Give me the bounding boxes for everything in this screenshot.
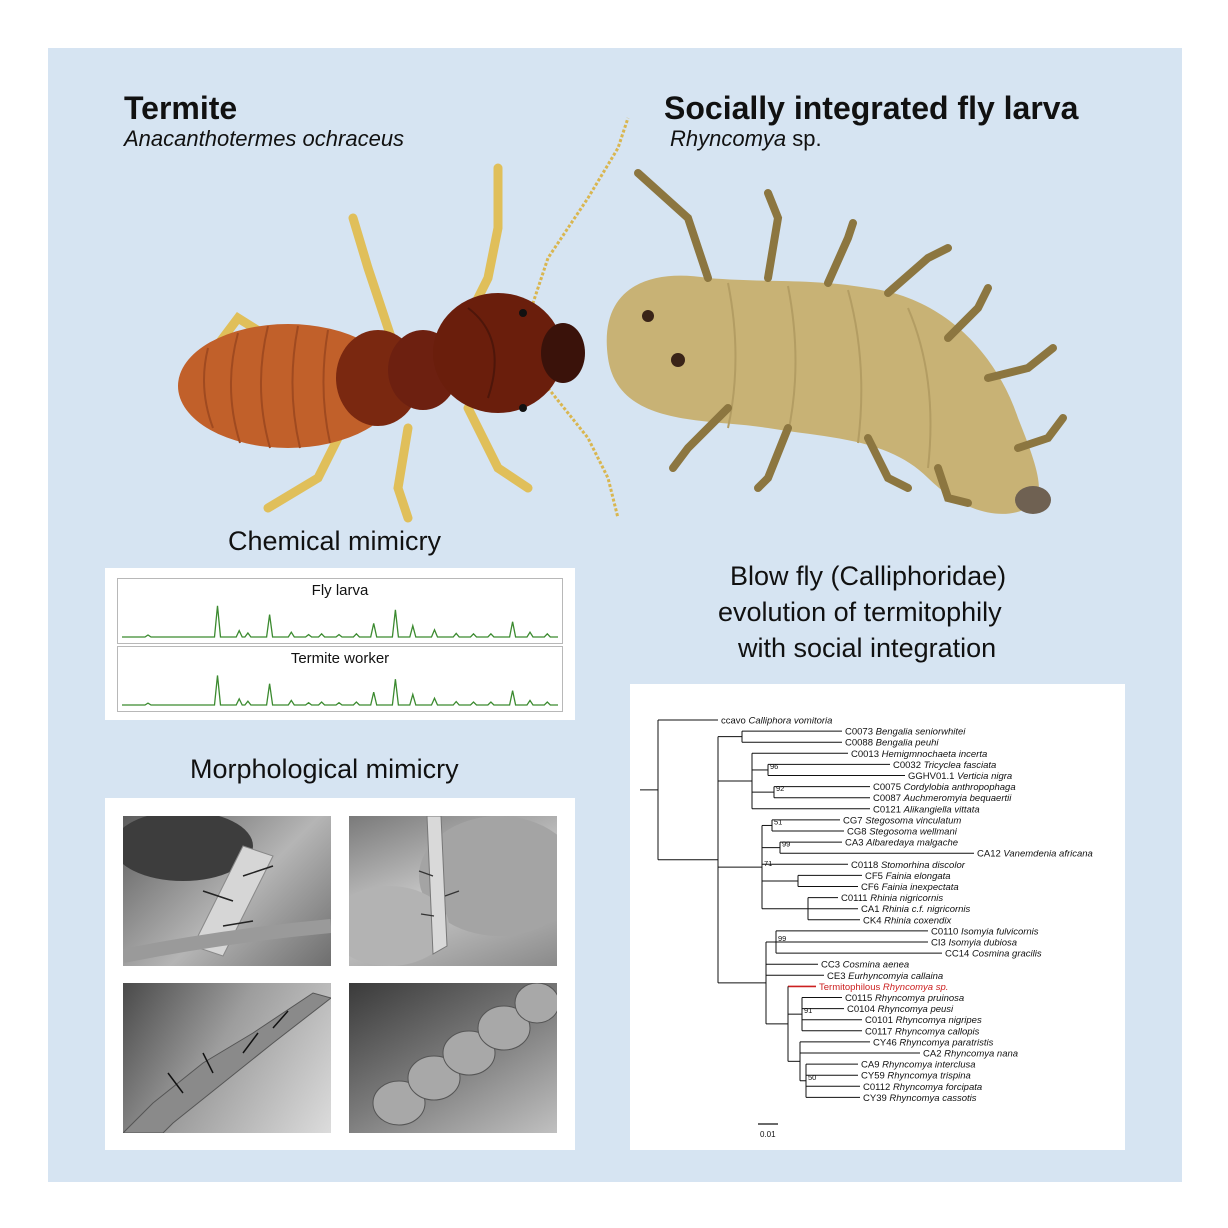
termite-larva-illustration <box>178 117 1067 523</box>
taxon-label: C0121 Alikangiella vittata <box>873 804 980 815</box>
taxon-label: CA12 Vanemdenia africana <box>977 849 1093 860</box>
chromatogram-trace-termite-worker <box>122 675 558 706</box>
termite-title: Termite <box>124 90 238 126</box>
chemical-mimicry-heading: Chemical mimicry <box>228 526 442 556</box>
taxon-label: CF5 Fainia elongata <box>865 871 951 882</box>
taxon-label: C0101 Rhyncomya nigripes <box>865 1015 982 1026</box>
larva-title: Socially integrated fly larva <box>664 90 1079 126</box>
taxon-label: CG7 Stegosoma vinculatum <box>843 815 961 826</box>
taxon-label: C0087 Auchmeromyia bequaertii <box>873 793 1012 804</box>
taxon-label: CK4 Rhinia coxendix <box>863 915 952 926</box>
taxon-label: CG8 Stegosoma wellmani <box>847 827 958 838</box>
taxon-label: ccavo Calliphora vomitoria <box>721 716 832 727</box>
sem-larva-appendage <box>123 816 331 966</box>
taxon-label: C0088 Bengalia peuhi <box>845 738 939 749</box>
taxon-label: C0032 Tricyclea fasciata <box>893 760 996 771</box>
larva-species-suffix: sp. <box>786 126 822 151</box>
taxon-label: GGHV01.1 Verticia nigra <box>908 771 1012 782</box>
taxon-label: CA3 Albaredaya malgache <box>845 838 958 849</box>
larva-appendages <box>634 169 1067 507</box>
taxon-label: C0013 Hemigmnochaeta incerta <box>851 749 987 760</box>
termite-species: Anacanthotermes ochraceus <box>124 126 405 151</box>
support-value: 99 <box>778 934 786 943</box>
taxon-label: CI3 Isomyia dubiosa <box>931 938 1017 949</box>
termite-antenna-upper <box>526 117 630 319</box>
chromatogram-termite-worker: Termite worker <box>117 646 563 712</box>
taxon-label: CF6 Fainia inexpectata <box>861 882 959 893</box>
sem-termite-antenna <box>349 983 557 1133</box>
support-value: 96 <box>770 762 778 771</box>
chromatogram-label-termite-worker: Termite worker <box>290 650 390 667</box>
taxon-label: Termitophilous Rhyncomya sp. <box>819 982 948 993</box>
taxon-label: C0117 Rhyncomya callopis <box>865 1026 980 1037</box>
taxon-label: C0073 Bengalia seniorwhitei <box>845 727 966 738</box>
sem-termite-appendage <box>349 816 557 966</box>
taxon-label: C0112 Rhyncomya forcipata <box>863 1082 982 1093</box>
support-value: 91 <box>804 1006 812 1015</box>
graphical-abstract-panel: Termite Anacanthotermes ochraceus Social… <box>48 48 1182 1182</box>
phylogeny-box: 96 92 51 99 71 99 91 50 ccavo Calliphora vomitor… <box>630 684 1125 1150</box>
termite-head <box>433 293 563 413</box>
taxon-label: C0111 Rhinia nigricornis <box>841 893 943 904</box>
blowfly-heading-line-1: Blow fly (Calliphoridae) <box>730 561 1007 591</box>
taxon-label: CY39 Rhyncomya cassotis <box>863 1093 977 1104</box>
taxon-label: CE3 Eurhyncomyia callaina <box>827 971 943 982</box>
larva-eye-1 <box>642 310 654 322</box>
chromatogram-line <box>122 605 558 638</box>
chromatogram-fly-larva: Fly larva <box>117 578 563 644</box>
support-value: 50 <box>808 1073 816 1082</box>
taxon-label: C0118 Stomorhina discolor <box>851 860 966 871</box>
support-value: 71 <box>764 859 772 868</box>
support-value: 51 <box>774 817 782 826</box>
taxon-label: CC3 Cosmina aenea <box>821 960 909 971</box>
sem-larva-antenna <box>123 983 331 1133</box>
morphological-mimicry-heading: Morphological mimicry <box>190 754 459 784</box>
taxon-label: CA1 Rhinia c.f. nigricornis <box>861 904 971 915</box>
chromatogram-trace-fly-larva <box>122 605 558 638</box>
larva-eye-2 <box>671 353 685 367</box>
sem-image-grid <box>105 798 575 1150</box>
taxon-label: CC14 Cosmina gracilis <box>945 949 1042 960</box>
blowfly-heading-line-3: with social integration <box>738 633 997 663</box>
taxon-label: C0110 Isomyia fulvicornis <box>931 926 1039 937</box>
taxon-label: C0104 Rhyncomya peusi <box>847 1004 954 1015</box>
larva-body <box>606 275 1039 514</box>
blowfly-heading-line-2: evolution of termitophily <box>718 597 1002 627</box>
chromatogram-line <box>122 675 558 706</box>
termite-antenna-lower <box>546 387 620 519</box>
larva-tail <box>1015 486 1051 514</box>
taxon-label: CA2 Rhyncomya nana <box>923 1049 1018 1060</box>
termite-mandibles <box>541 323 585 383</box>
larva-genus: Rhyncomya <box>670 126 787 151</box>
taxon-label: CY46 Rhyncomya paratristis <box>873 1037 994 1048</box>
chromatogram-box: Fly larva Termite worker <box>105 568 575 720</box>
taxon-label: C0115 Rhyncomya pruinosa <box>845 993 964 1004</box>
scale-bar-label: 0.01 <box>760 1130 776 1139</box>
support-value: 99 <box>782 840 790 849</box>
taxon-label: CY59 Rhyncomya trispina <box>861 1071 971 1082</box>
phylogenetic-tree: 96 92 51 99 71 99 91 50 ccavo Calliphora vomitor… <box>640 716 1093 1139</box>
taxon-label: C0075 Cordylobia anthropophaga <box>873 782 1016 793</box>
taxon-label: CA9 Rhyncomya interclusa <box>861 1060 976 1071</box>
larva-species: Rhyncomya sp. <box>670 126 822 152</box>
support-value: 92 <box>776 784 784 793</box>
chromatogram-label-fly-larva: Fly larva <box>311 582 369 599</box>
